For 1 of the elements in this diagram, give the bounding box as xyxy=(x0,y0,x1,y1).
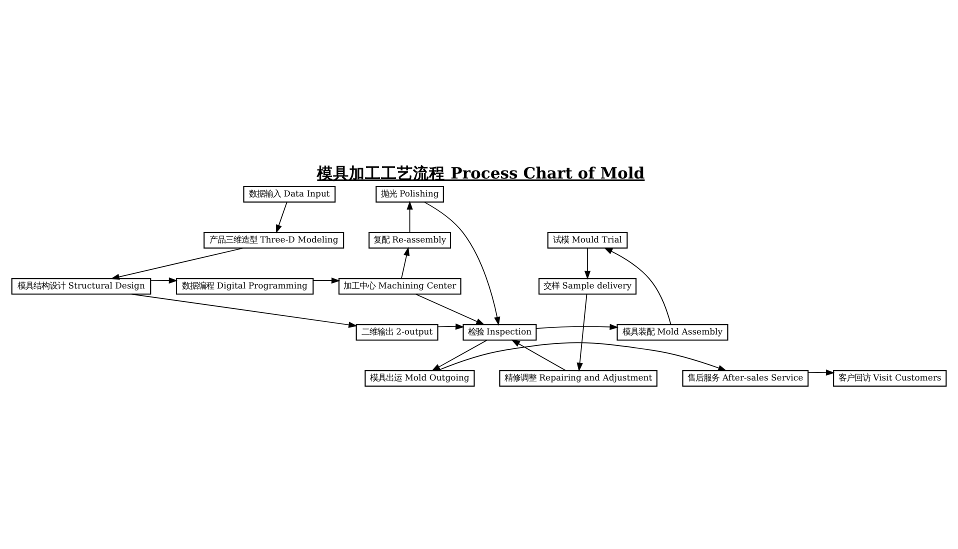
diagram-title: 模具加工工艺流程 Process Chart of Mold xyxy=(317,162,645,182)
